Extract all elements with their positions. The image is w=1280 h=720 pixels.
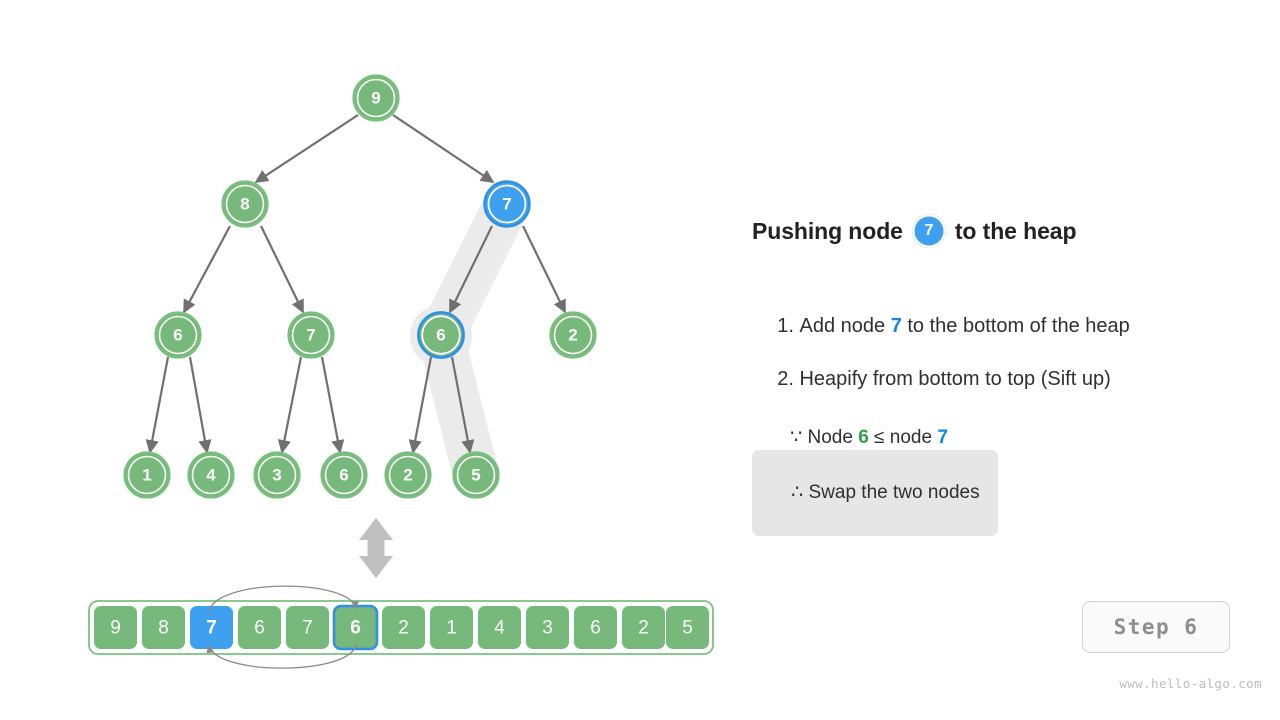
swap-arrows [206, 585, 359, 669]
array-cell-label: 4 [494, 618, 505, 639]
edge-9-8 [254, 114, 359, 183]
reason-text-before: Node [802, 427, 859, 448]
edge-9-7 [392, 114, 495, 183]
array-cell-label: 2 [398, 618, 409, 639]
edge-7-6b [320, 356, 345, 454]
step-2-index: 2. [777, 368, 794, 390]
edge-8-7 [260, 225, 304, 314]
array-representation: 9 8 7 6 7 6 2 [88, 585, 714, 669]
tree-node-6-parent[interactable]: 6 [417, 311, 465, 359]
array-cell-label: 6 [350, 618, 361, 639]
tree-node-label: 6 [436, 326, 445, 345]
explanation-panel: Pushing node 7 to the heap 1. Add node 7… [752, 0, 1272, 720]
tree-node-label: 2 [403, 466, 412, 485]
array-cell-label: 1 [446, 618, 457, 639]
reason-comparator: ≤ node [868, 427, 938, 448]
edge-6-1 [145, 356, 170, 454]
page-title: Pushing node 7 to the heap [752, 214, 1077, 248]
array-cell-label: 7 [302, 618, 313, 639]
tree-node-label: 1 [142, 466, 151, 485]
tree-node-label: 9 [371, 89, 380, 108]
swap-arrow-backward [206, 643, 357, 669]
array-cell-4[interactable]: 7 [286, 606, 329, 649]
instruction-step-1: 1. Add node 7 to the bottom of the heap [755, 292, 1130, 361]
heading-prefix: Pushing node [752, 217, 903, 244]
because-symbol-icon: ∵ [790, 427, 803, 448]
tree-node-2-a[interactable]: 2 [549, 311, 597, 359]
tree-node-label: 4 [206, 466, 216, 485]
edge-7-6 [449, 225, 493, 314]
tree-node-3[interactable]: 3 [253, 451, 301, 499]
edge-8-6 [183, 225, 231, 314]
tree-array-panel: 9 8 7 6 7 6 [88, 74, 714, 669]
watermark: www.hello-algo.com [1119, 676, 1262, 691]
step-1-value: 7 [890, 315, 902, 337]
tree-node-label: 2 [568, 326, 577, 345]
array-cell-6[interactable]: 2 [382, 606, 425, 649]
binary-heap-tree-diagram: 9 8 7 6 7 6 [88, 74, 714, 669]
array-cell-label: 2 [638, 618, 649, 639]
instruction-step-2: 2. Heapify from bottom to top (Sift up) [755, 345, 1111, 414]
array-cell-9[interactable]: 3 [526, 606, 569, 649]
conclusion-callout: ∴ Swap the two nodes [752, 450, 998, 536]
tree-node-9[interactable]: 9 [352, 74, 400, 122]
therefore-symbol-icon: ∴ [791, 482, 804, 503]
tree-edges [145, 114, 566, 454]
array-cell-label: 3 [542, 618, 553, 639]
tree-node-2-b[interactable]: 2 [384, 451, 432, 499]
tree-node-label: 8 [240, 195, 249, 214]
array-cell-label: 7 [206, 618, 217, 639]
array-cell-label: 5 [682, 618, 693, 639]
array-cell-3[interactable]: 6 [238, 606, 281, 649]
heading-node-badge: 7 [911, 214, 946, 248]
conclusion-text: Swap the two nodes [803, 482, 980, 503]
array-cell-label: 6 [254, 618, 265, 639]
array-cell-5[interactable]: 6 [332, 604, 379, 651]
tree-node-7-inserted[interactable]: 7 [483, 180, 531, 228]
array-cell-10[interactable]: 6 [574, 606, 617, 649]
array-cell-2[interactable]: 7 [190, 606, 233, 649]
heading-suffix: to the heap [954, 217, 1077, 244]
edge-7-2 [522, 225, 566, 314]
tree-node-5[interactable]: 5 [452, 451, 500, 499]
edge-6-2 [408, 356, 433, 454]
tree-array-equivalence-arrow [359, 518, 393, 578]
array-cell-7[interactable]: 1 [430, 606, 473, 649]
tree-node-6-c[interactable]: 6 [320, 451, 368, 499]
step-badge: Step 6 [1082, 601, 1230, 653]
tree-node-label: 6 [173, 326, 182, 345]
tree-node-6-a[interactable]: 6 [154, 311, 202, 359]
tree-node-label: 3 [272, 466, 281, 485]
edge-6-4 [188, 356, 212, 454]
tree-node-label: 5 [471, 466, 480, 485]
array-cell-0[interactable]: 9 [94, 606, 137, 649]
tree-node-8[interactable]: 8 [221, 180, 269, 228]
reason-left-value: 6 [858, 427, 869, 448]
reason-right-value: 7 [937, 427, 948, 448]
array-cell-11[interactable]: 2 [622, 606, 665, 649]
array-cell-8[interactable]: 4 [478, 606, 521, 649]
array-cell-label: 6 [590, 618, 601, 639]
step-1-index: 1. [777, 315, 794, 337]
comparison-reason: ∵ Node 6 ≤ node 7 [769, 404, 948, 471]
tree-node-7-b[interactable]: 7 [287, 311, 335, 359]
tree-node-label: 6 [339, 466, 348, 485]
step-1-text-after: to the bottom of the heap [901, 315, 1130, 337]
edge-6-5 [450, 356, 475, 454]
step-2-text-before: Heapify from bottom to top (Sift up) [799, 368, 1111, 390]
tree-node-4[interactable]: 4 [187, 451, 235, 499]
edge-7-3 [277, 356, 303, 454]
array-cell-label: 8 [158, 618, 169, 639]
array-cell-12[interactable]: 5 [666, 606, 709, 649]
tree-node-label: 7 [306, 326, 315, 345]
step-1-text-before: Add node [799, 315, 891, 337]
array-cell-label: 9 [110, 618, 121, 639]
tree-node-1[interactable]: 1 [123, 451, 171, 499]
swap-arrow-forward [208, 585, 359, 613]
tree-node-label: 7 [502, 195, 511, 214]
array-cell-1[interactable]: 8 [142, 606, 185, 649]
